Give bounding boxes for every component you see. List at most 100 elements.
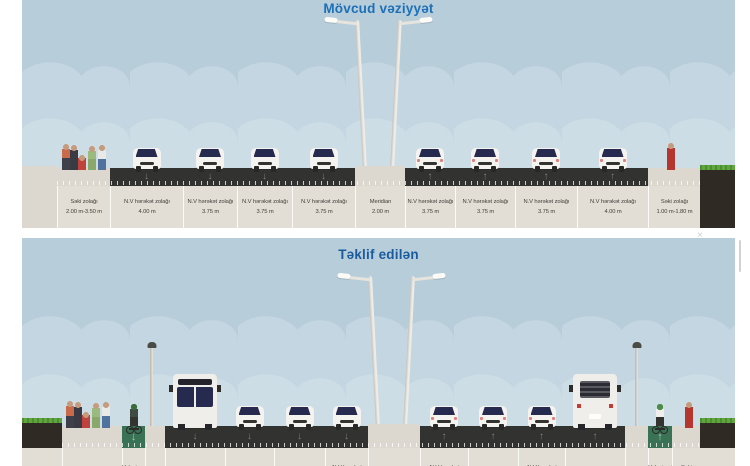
bus-wheel (205, 424, 212, 430)
lane-direction-arrow: ↓ (321, 171, 326, 182)
lane-label-name: Səki zolağı (70, 199, 98, 206)
car-wheel (135, 166, 141, 172)
lane-direction-arrow: ↓ (247, 431, 252, 442)
street-lamp-pole (632, 342, 641, 428)
car-windshield (530, 407, 553, 415)
lane-surface (625, 426, 648, 448)
bicycle-frame (129, 428, 139, 430)
panel-proposed: Təklif edilən Səki zolağı ↓ Velosiped yolu… (22, 238, 735, 466)
lane-label: N.V hərəkət zolağı (274, 448, 325, 466)
car-wheel (601, 166, 607, 172)
bus-wheel (605, 424, 612, 430)
lane-label: N.V hərəkət zolağı (468, 448, 518, 466)
car-taillight (503, 417, 506, 420)
lane-label-size: 3.75 m (537, 208, 556, 215)
lane-label-size: 2.00 m (371, 208, 390, 215)
bus-engine-vent (580, 381, 610, 398)
bicycle-frame (655, 428, 665, 430)
pedestrian (82, 412, 90, 428)
close-icon[interactable]: × (697, 230, 703, 241)
car-rear (527, 403, 557, 430)
car-grille (292, 420, 307, 423)
bicycle-wheel (652, 426, 660, 434)
lane-label: N.V hərəkət zolağı (420, 448, 468, 466)
pedestrian (70, 145, 78, 170)
car-wheel (329, 166, 335, 172)
car-grille (605, 162, 620, 165)
lane-label-name: N.V hərəkət zolağı (124, 199, 170, 206)
car-rear (531, 145, 561, 172)
car-grille (257, 162, 272, 165)
car-wheel (491, 166, 496, 172)
car-grille (486, 420, 500, 423)
lane-label: Meridian (368, 448, 420, 466)
car-windshield (474, 149, 496, 157)
lane-direction-arrow: ↑ (592, 431, 598, 442)
car-grille (437, 420, 451, 423)
car-wheel (253, 166, 259, 172)
car-wheel (238, 424, 244, 430)
lane-surface (420, 426, 468, 448)
car-windshield (419, 149, 441, 157)
car-grille (316, 162, 331, 165)
car-wheel (288, 424, 294, 430)
lane-label: Səki zolağı (62, 448, 122, 466)
lane-direction-arrow: ↓ (297, 431, 302, 442)
cloud-fill (22, 144, 735, 168)
pedestrian (66, 401, 74, 428)
bus-destination-sign (178, 379, 212, 385)
car-taillight (551, 417, 555, 420)
lane-label-name: Meridian (369, 199, 392, 206)
lane-label: Səki zolağı (672, 448, 700, 466)
pedestrian (62, 144, 70, 170)
car-wheel (199, 166, 204, 172)
lane-label-size: 1.00 m-1.80 m (656, 208, 693, 215)
lane-direction-arrow: ↑ (539, 431, 544, 442)
cloud-band (22, 118, 735, 148)
car-taillight (480, 417, 483, 420)
car-taillight (528, 417, 532, 420)
car-wheel (530, 424, 536, 430)
lane-surface (145, 426, 165, 448)
car-front (132, 145, 162, 172)
car-taillight (599, 159, 603, 162)
lane-label-name: N.V hərəkət zolağı (242, 199, 288, 206)
car-windshield (312, 149, 335, 157)
car-taillight (454, 417, 457, 420)
bus-windshield (177, 387, 213, 407)
lane-label: Bufer (145, 448, 165, 466)
cyclist-rider (130, 404, 138, 426)
car-windshield (482, 407, 504, 415)
car-windshield (288, 407, 311, 415)
car-grille (242, 420, 257, 423)
car-windshield (253, 149, 276, 157)
car-taillight (472, 159, 475, 162)
bus-taillight (577, 404, 581, 408)
lane-surface (518, 426, 565, 448)
lane-surface (165, 426, 225, 448)
car-windshield (199, 149, 221, 157)
scrollbar-thumb[interactable] (739, 240, 741, 272)
panel-title-proposed: Təklif edilən (338, 247, 419, 262)
car-wheel (305, 424, 311, 430)
car-taillight (533, 159, 536, 162)
bicycle-wheel (134, 426, 142, 434)
car-grille (423, 162, 437, 165)
bus-rear (569, 374, 621, 430)
bus-license-plate (589, 414, 601, 419)
car-wheel (450, 424, 455, 430)
car-wheel (152, 166, 158, 172)
bus-taillight (609, 404, 613, 408)
car-taillight (431, 417, 434, 420)
lane-label-name: N.V hərəkət zolağı (407, 199, 454, 206)
bicycle-wheel (126, 426, 134, 434)
car-front (309, 145, 339, 172)
lane-direction-arrow: ↓ (344, 431, 349, 442)
lane-label: Velosiped yolu (122, 448, 146, 466)
car-windshield (238, 407, 261, 415)
